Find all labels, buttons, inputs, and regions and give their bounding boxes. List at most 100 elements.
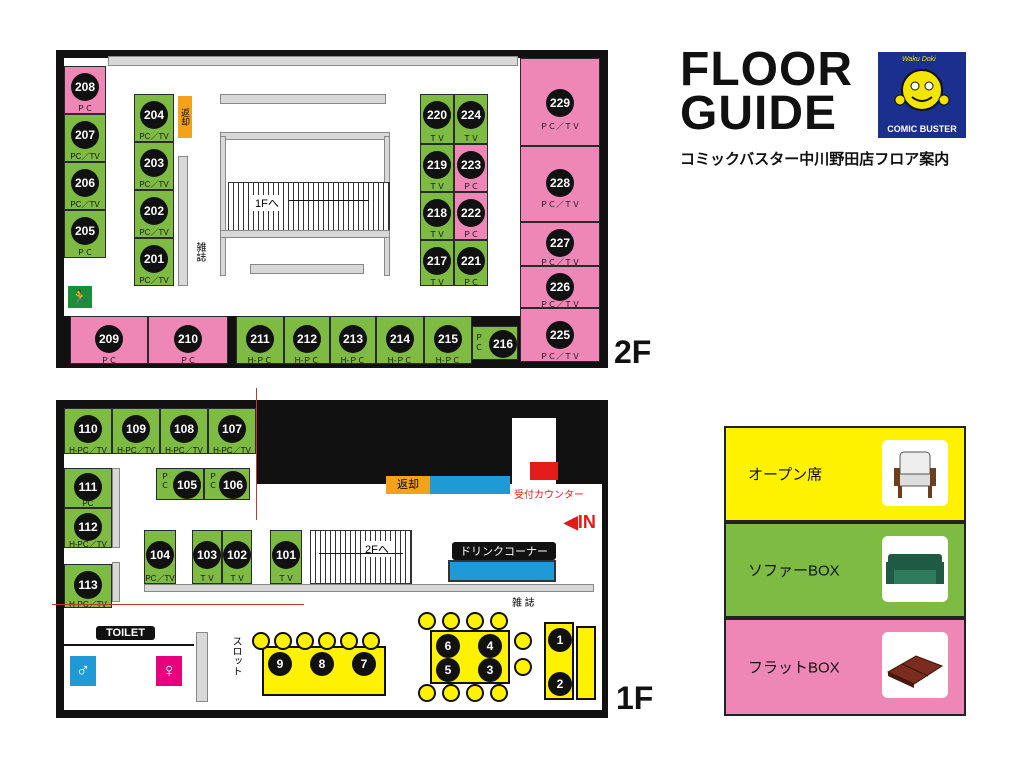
room-207[interactable]: 207 PC／TV: [64, 114, 106, 162]
room-type: PC／TV: [139, 180, 169, 189]
room-105[interactable]: ＰＣ 105: [156, 468, 204, 500]
room-type: ＰＣ: [463, 182, 479, 191]
room-101[interactable]: 101 ＴＶ: [270, 530, 302, 584]
room-106[interactable]: ＰＣ 106: [204, 468, 250, 500]
room-201[interactable]: 201 PC／TV: [134, 238, 174, 286]
seat-stool[interactable]: [318, 632, 336, 650]
stairs-1f[interactable]: 2Fへ: [310, 530, 412, 584]
room-111[interactable]: 111 PC: [64, 468, 112, 508]
room-type: ＴＶ: [229, 574, 245, 583]
room-110[interactable]: 110 H-PC／TV: [64, 408, 112, 455]
seat-stool[interactable]: [296, 632, 314, 650]
room-211[interactable]: 211 H-ＰＣ: [236, 316, 284, 365]
room-108[interactable]: 108 H-PC／TV: [160, 408, 208, 455]
shelf: [220, 132, 390, 140]
room-212[interactable]: 212 H-ＰＣ: [284, 316, 330, 365]
room-221[interactable]: 221 ＰＣ: [454, 240, 488, 287]
room-number: 216: [489, 330, 517, 358]
room-type: ＰＣ／ＴＶ: [540, 258, 580, 267]
room-216[interactable]: 216 ＰＣ: [472, 326, 518, 360]
room-219[interactable]: 219 ＴＶ: [420, 144, 454, 192]
seat-stool[interactable]: [274, 632, 292, 650]
room-228[interactable]: 228 ＰＣ／ＴＶ: [520, 146, 600, 222]
room-208[interactable]: 208 ＰＣ: [64, 66, 106, 114]
room-223[interactable]: 223 ＰＣ: [454, 144, 488, 192]
room-218[interactable]: 218 ＴＶ: [420, 192, 454, 240]
room-206[interactable]: 206 PC／TV: [64, 162, 106, 210]
seat-stool[interactable]: [362, 632, 380, 650]
room-type: H-PC／TV: [69, 446, 107, 455]
floor-guide-title: FLOOR GUIDE: [680, 46, 853, 138]
seat-stool[interactable]: [442, 612, 460, 630]
room-220[interactable]: 220 ＴＶ: [420, 94, 454, 144]
stairs-2f[interactable]: 1Fへ: [228, 182, 390, 232]
seat-stool[interactable]: [490, 612, 508, 630]
room-number: 213: [339, 325, 367, 353]
room-number: 225: [546, 321, 574, 349]
room-203[interactable]: 203 PC／TV: [134, 142, 174, 190]
room-type: ＴＶ: [429, 134, 445, 143]
room-number: 228: [546, 169, 574, 197]
room-number: 206: [71, 169, 99, 197]
room-202[interactable]: 202 PC／TV: [134, 190, 174, 238]
room-type: ＴＶ: [429, 278, 445, 287]
room-217[interactable]: 217 ＴＶ: [420, 240, 454, 287]
room-204[interactable]: 204 PC／TV: [134, 94, 174, 142]
slot-island-right[interactable]: 6 4 5 3: [430, 630, 510, 684]
room-type: ＰＣ: [475, 333, 483, 352]
room-type: PC／TV: [145, 574, 175, 583]
room-210[interactable]: 210 ＰＣ: [148, 316, 228, 365]
room-number: 108: [170, 415, 198, 443]
room-number: 224: [457, 101, 485, 129]
armchair-icon: [882, 440, 948, 506]
counter-right: [576, 626, 596, 700]
seat-stool[interactable]: [442, 684, 460, 702]
room-213[interactable]: 213 H-ＰＣ: [330, 316, 376, 365]
room-type: H-ＰＣ: [294, 356, 320, 365]
room-113[interactable]: 113 H-PC／TV: [64, 564, 112, 609]
legend-label: フラットBOX: [748, 659, 840, 677]
reception-label: 受付カウンター: [514, 490, 584, 501]
room-103[interactable]: 103 ＴＶ: [192, 530, 222, 584]
shelf: [220, 136, 226, 276]
seat-stool[interactable]: [490, 684, 508, 702]
room-227[interactable]: 227 ＰＣ／ＴＶ: [520, 222, 600, 267]
room-224[interactable]: 224 ＴＶ: [454, 94, 488, 144]
room-number: 226: [546, 273, 574, 301]
room-type: H-ＰＣ: [340, 356, 366, 365]
room-type: ＰＣ: [161, 472, 169, 490]
room-number: 101: [272, 541, 300, 569]
emergency-exit-icon: 🏃: [68, 286, 92, 308]
room-109[interactable]: 109 H-PC／TV: [112, 408, 160, 455]
seat-stool[interactable]: [514, 658, 532, 676]
seat-stool[interactable]: [514, 632, 532, 650]
room-229[interactable]: 229 ＰＣ／ＴＶ: [520, 58, 600, 146]
seat-stool[interactable]: [466, 684, 484, 702]
room-number: 202: [140, 197, 168, 225]
seat-stool[interactable]: [418, 684, 436, 702]
seat-stool[interactable]: [418, 612, 436, 630]
room-215[interactable]: 215 H-ＰＣ: [424, 316, 472, 365]
room-112[interactable]: 112 H-PC／TV: [64, 508, 112, 549]
room-number: 219: [423, 151, 451, 179]
room-214[interactable]: 214 H-ＰＣ: [376, 316, 424, 365]
room-type: H-ＰＣ: [247, 356, 273, 365]
room-209[interactable]: 209 ＰＣ: [70, 316, 148, 365]
room-225[interactable]: 225 ＰＣ／ＴＶ: [520, 308, 600, 362]
slot-island-far[interactable]: 1 2: [544, 622, 574, 700]
room-222[interactable]: 222 ＰＣ: [454, 192, 488, 240]
room-102[interactable]: 102 ＴＶ: [222, 530, 252, 584]
magazine-label: 雑 誌: [512, 598, 535, 609]
subtitle: コミックバスター中川野田店フロア案内: [680, 151, 950, 168]
room-107[interactable]: 107 H-PC／TV: [208, 408, 256, 455]
floor-2f-map: 208 ＰＣ 207 PC／TV 206 PC／TV 205 ＰＣ 🏃 204 …: [56, 50, 608, 368]
room-205[interactable]: 205 ＰＣ: [64, 210, 106, 258]
seat-stool[interactable]: [466, 612, 484, 630]
room-226[interactable]: 226 ＰＣ／ＴＶ: [520, 266, 600, 309]
seat-stool[interactable]: [340, 632, 358, 650]
slot-island-left[interactable]: 9 8 7: [262, 646, 386, 696]
room-number: 222: [457, 199, 485, 227]
room-number: 227: [546, 229, 574, 257]
room-104[interactable]: 104 PC／TV: [144, 530, 176, 584]
seat-stool[interactable]: [252, 632, 270, 650]
